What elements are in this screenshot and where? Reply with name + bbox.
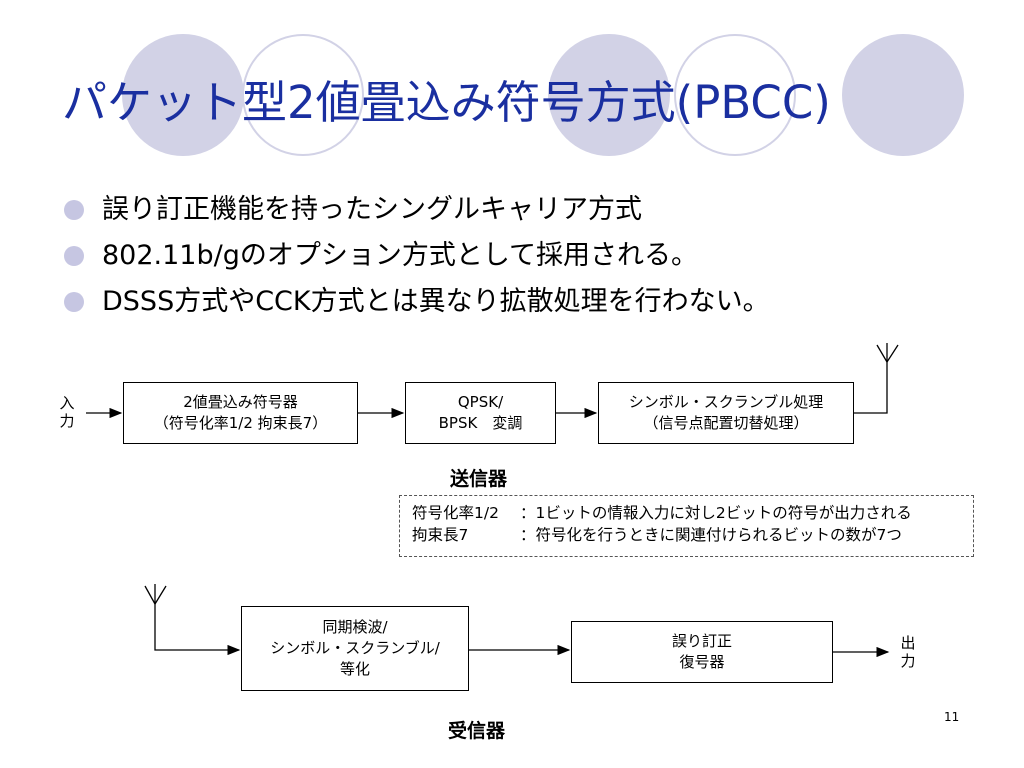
bullet-list: 誤り訂正機能を持ったシングルキャリア方式 802.11b/gのオプション方式とし…: [62, 187, 770, 325]
note-row-constraint-length: 拘束長7：符号化を行うときに関連付けられるビットの数が7つ: [412, 526, 902, 544]
bullet-item: 802.11b/gのオプション方式として採用される。: [62, 233, 770, 279]
receive-antenna-icon: [144, 584, 167, 605]
convolutional-encoder-block: 2値畳込み符号器 （符号化率1/2 拘束長7）: [123, 382, 358, 444]
decoration-circle: [842, 34, 964, 156]
note-row-coding-rate: 符号化率1/2：1ビットの情報入力に対し2ビットの符号が出力される: [412, 504, 912, 522]
transmitter-caption: 送信器: [450, 468, 508, 490]
decoration-circle: [122, 34, 244, 156]
bullet-item: DSSS方式やCCK方式とは異なり拡散処理を行わない。: [62, 279, 770, 325]
input-label: 入 力: [59, 394, 75, 430]
receiver-caption: 受信器: [448, 720, 506, 742]
page-number: 11: [944, 710, 960, 724]
bullet-dot-icon: [64, 292, 84, 312]
decoration-circle: [548, 34, 670, 156]
arrow-antenna-to-demod: [154, 604, 241, 656]
demodulator-block: 同期検波/ シンボル・スクランブル/ 等化: [241, 606, 469, 691]
symbol-scramble-block: シンボル・スクランブル処理 （信号点配置切替処理）: [598, 382, 854, 444]
page-title: パケット型2値畳込み符号方式(PBCC): [62, 76, 831, 129]
error-correction-decoder-block: 誤り訂正 復号器: [571, 621, 833, 683]
wire-scrambler-to-antenna: [853, 362, 888, 414]
definition-note: 符号化率1/2：1ビットの情報入力に対し2ビットの符号が出力される 拘束長7：符…: [399, 495, 974, 557]
decoration-ring: [242, 34, 364, 156]
decoration-ring: [674, 34, 796, 156]
bullet-item: 誤り訂正機能を持ったシングルキャリア方式: [62, 187, 770, 233]
modulator-block: QPSK/ BPSK 変調: [405, 382, 556, 444]
output-label: 出 力: [900, 634, 916, 670]
bullet-dot-icon: [64, 200, 84, 220]
bullet-dot-icon: [64, 246, 84, 266]
transmit-antenna-icon: [876, 343, 899, 363]
